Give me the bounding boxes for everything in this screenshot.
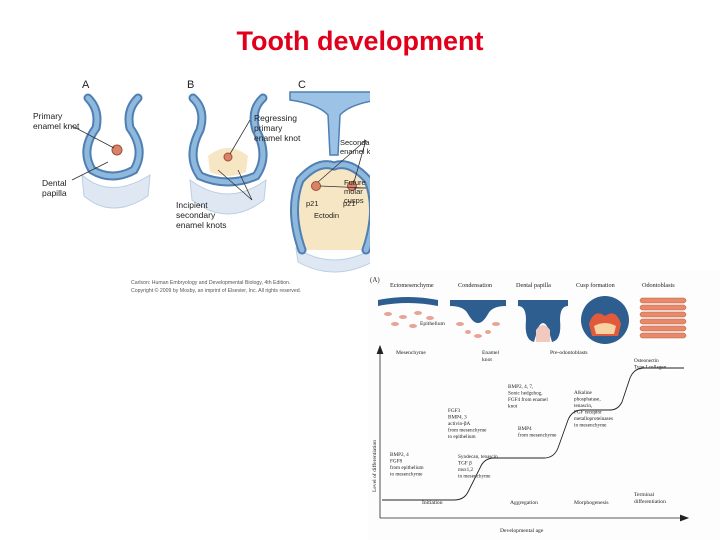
- panel-letter: (A): [370, 276, 380, 284]
- differentiation-diagram: (A) Ectomesenchyme Condensation Dental p…: [368, 270, 720, 540]
- panel-a-tooth-bud: [82, 98, 150, 208]
- signal-syndecan: Syndecan, tenascin TGF β msx1,2 in mesen…: [458, 454, 499, 480]
- panel-letter-c: C: [298, 79, 306, 91]
- label-ectodin: Ectodin: [314, 211, 339, 220]
- stage-illustrations: [378, 296, 686, 344]
- stage-dental-papilla: Dental papilla: [516, 282, 551, 289]
- label-epithelium: Epithelium: [420, 321, 446, 327]
- label-secondary-knot: Secondary enamel knot: [340, 138, 370, 156]
- phase-terminal-differentiation: Terminal differentiation: [634, 492, 666, 505]
- signal-bmp2-fgf8: BMP2, 4 FGF8 from epithelium to mesenchy…: [390, 452, 425, 478]
- panel-letter-b: B: [187, 79, 194, 91]
- label-primary-enamel-knot: Primary enamel knot: [33, 111, 80, 131]
- phase-morphogenesis: Morphogenesis: [574, 500, 609, 506]
- signal-bmp247-shh: BMP2, 4, 7, Sonic hedgehog, FGF4 from en…: [508, 384, 549, 410]
- figure-caption: Carlson: Human Embryology and Developmen…: [131, 280, 301, 294]
- label-enamel-knot: Enamel knot: [482, 350, 501, 363]
- phase-aggregation: Aggregation: [510, 500, 538, 506]
- phase-initiation: Initiation: [422, 500, 443, 506]
- label-p21-left: p21: [306, 199, 319, 208]
- svg-text:Carlson: Human Embryology and: Carlson: Human Embryology and Developmen…: [131, 280, 290, 286]
- svg-text:Copyright © 2009 by Mosby, an: Copyright © 2009 by Mosby, an imprint of…: [131, 287, 301, 294]
- y-axis-label: Level of differentiation: [371, 440, 378, 492]
- label-mesenchyme: Mesenchyme: [396, 350, 426, 356]
- tooth-bud-figure: A B C Primary: [0, 0, 370, 300]
- label-preodontoblasts: Pre-odontoblasts: [550, 350, 588, 356]
- stage-cusp-formation: Cusp formation: [576, 282, 615, 289]
- signal-fgf3-bmp4: FGF3 BMP4, 3 activin-βA from mesenchyme …: [448, 408, 488, 440]
- stage-condensation: Condensation: [458, 282, 492, 289]
- signal-bmp4-mesenchyme: BMP4 from mesenchyme: [518, 426, 557, 439]
- label-dental-papilla: Dental papilla: [42, 178, 69, 198]
- stage-odontoblasts: Odontoblasts: [642, 282, 675, 289]
- label-regressing-knot: Regressing primary enamel knot: [254, 113, 301, 143]
- signal-alkaline-phosphatase: Alkaline phosphatase, tenascin, FGF rece…: [574, 390, 614, 429]
- label-p21-right: p21: [343, 199, 356, 208]
- stage-ectomesenchyme: Ectomesenchyme: [390, 282, 434, 289]
- signal-osteonectin: Osteonectin Type I collagen: [634, 358, 667, 371]
- panel-letter-a: A: [82, 79, 90, 91]
- x-axis-label: Developmental age: [500, 528, 544, 534]
